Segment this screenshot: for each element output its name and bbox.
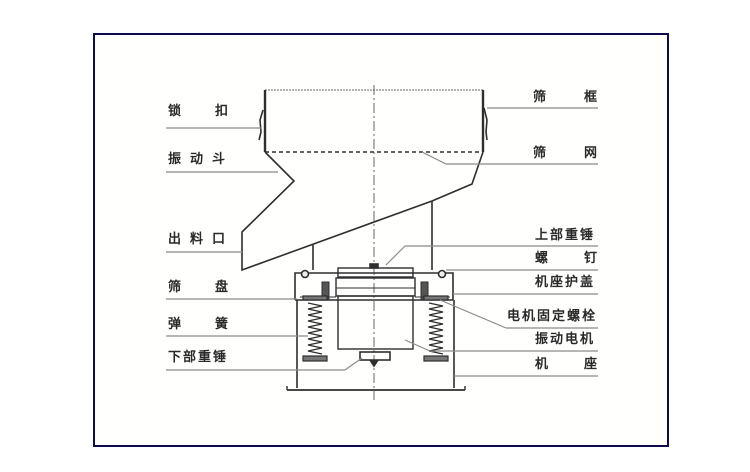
label-char: 定 bbox=[552, 309, 566, 324]
label-sieve-tray: 筛 盘 bbox=[168, 280, 228, 296]
label-char: 部 bbox=[550, 228, 564, 243]
label-char: 出 bbox=[168, 232, 182, 247]
label-char: 钉 bbox=[583, 251, 597, 266]
label-char: 筛 bbox=[533, 90, 547, 105]
label-sieve-mesh: 筛 网 bbox=[533, 146, 597, 162]
sieve-frame-shape bbox=[258, 89, 488, 152]
label-lower-weight: 下 部 重 锤 bbox=[168, 350, 238, 366]
spring-left-shape bbox=[302, 295, 328, 362]
label-spring: 弹 簧 bbox=[168, 317, 228, 333]
base-cover-shape bbox=[294, 263, 454, 300]
label-upper-weight: 上 部 重 锤 bbox=[535, 228, 599, 244]
label-char: 动 bbox=[190, 152, 204, 167]
label-char: 重 bbox=[198, 350, 212, 365]
label-char: 固 bbox=[537, 309, 551, 324]
spring-right-shape bbox=[423, 295, 449, 362]
label-char: 动 bbox=[550, 332, 564, 347]
label-char: 电 bbox=[565, 332, 579, 347]
label-char: 电 bbox=[507, 309, 521, 324]
label-char: 螺 bbox=[567, 309, 581, 324]
label-char: 口 bbox=[212, 232, 226, 247]
label-char: 机 bbox=[535, 357, 549, 372]
label-char: 振 bbox=[168, 152, 182, 167]
label-char: 网 bbox=[583, 146, 597, 161]
label-char: 机 bbox=[522, 309, 536, 324]
label-sieve-frame: 筛 框 bbox=[533, 90, 597, 106]
label-char: 斗 bbox=[212, 152, 226, 167]
diagram-frame bbox=[93, 33, 669, 447]
label-char: 护 bbox=[565, 275, 579, 290]
label-discharge-outlet: 出 料 口 bbox=[168, 232, 228, 248]
label-char: 座 bbox=[583, 357, 597, 372]
label-screw: 螺 钉 bbox=[535, 251, 597, 267]
label-char: 簧 bbox=[214, 317, 228, 332]
label-machine-base: 机 座 bbox=[535, 357, 597, 373]
label-char: 锤 bbox=[580, 228, 594, 243]
label-char: 框 bbox=[583, 90, 597, 105]
label-char: 重 bbox=[565, 228, 579, 243]
label-char: 振 bbox=[535, 332, 549, 347]
label-char: 锤 bbox=[213, 350, 227, 365]
label-char: 螺 bbox=[535, 251, 549, 266]
label-lock-clasp: 锁 扣 bbox=[168, 104, 228, 120]
label-char: 锁 bbox=[168, 104, 182, 119]
label-char: 部 bbox=[183, 350, 197, 365]
label-char: 机 bbox=[535, 275, 549, 290]
label-char: 盖 bbox=[580, 275, 594, 290]
vibrating-hopper-shape bbox=[241, 151, 484, 272]
label-vibration-motor: 振 动 电 机 bbox=[535, 332, 599, 348]
label-char: 料 bbox=[190, 232, 204, 247]
label-char: 栓 bbox=[582, 309, 596, 324]
label-char: 座 bbox=[550, 275, 564, 290]
label-char: 筛 bbox=[168, 280, 182, 295]
label-char: 盘 bbox=[214, 280, 228, 295]
label-char: 上 bbox=[535, 228, 549, 243]
label-vibrating-hopper: 振 动 斗 bbox=[168, 152, 228, 168]
label-char: 弹 bbox=[168, 317, 182, 332]
vibration-motor-shape bbox=[335, 277, 416, 368]
label-char: 扣 bbox=[214, 104, 228, 119]
leader-lines bbox=[166, 107, 598, 377]
label-char: 下 bbox=[168, 350, 182, 365]
label-char: 机 bbox=[580, 332, 594, 347]
label-base-cover: 机 座 护 盖 bbox=[535, 275, 599, 291]
machine-base-shape bbox=[286, 300, 466, 391]
label-char: 筛 bbox=[533, 146, 547, 161]
label-motor-bolt: 电 机 固 定 螺 栓 bbox=[507, 309, 599, 325]
